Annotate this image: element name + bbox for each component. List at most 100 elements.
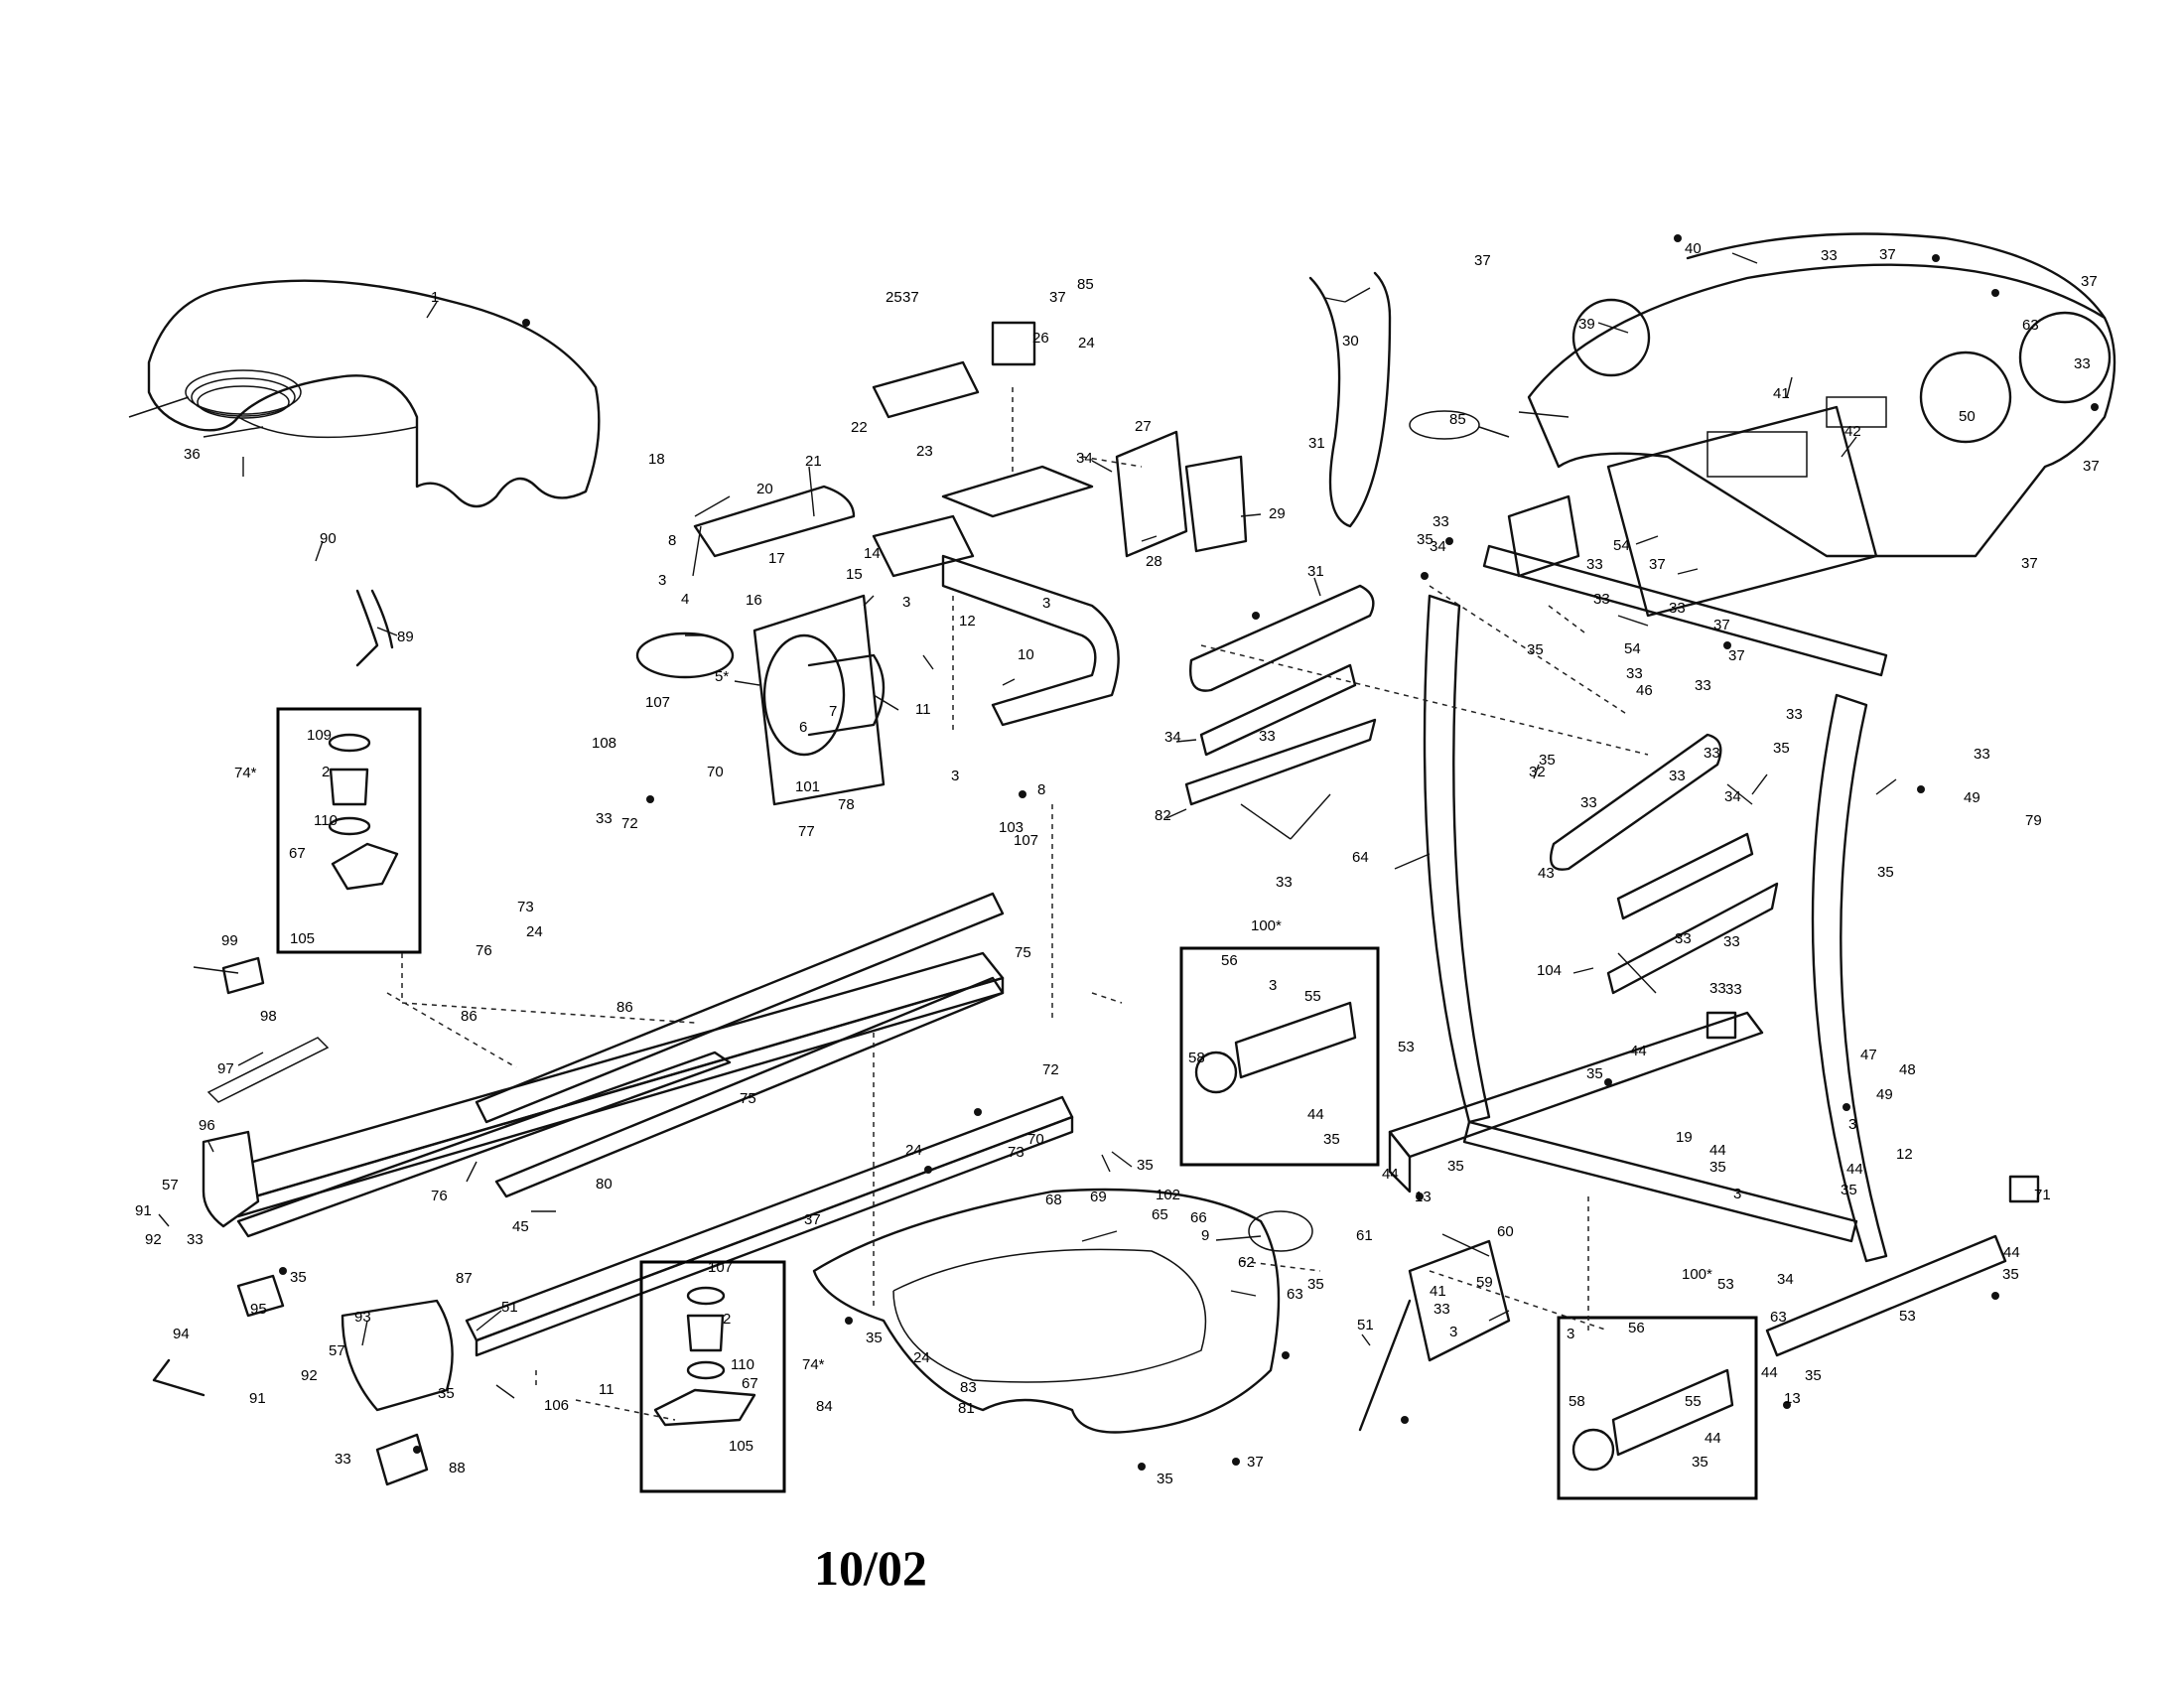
callout-label: 64	[1352, 849, 1369, 866]
callout-label: 37	[2083, 458, 2100, 475]
callout-label: 35	[1157, 1471, 1173, 1487]
callout-label: 33	[1675, 930, 1692, 947]
callout-label: 86	[461, 1008, 478, 1025]
callout-label: 108	[592, 735, 616, 752]
callout-label: 22	[851, 419, 868, 436]
callout-label: 33	[1786, 706, 1803, 723]
callout-label: 96	[199, 1117, 215, 1134]
callout-label: 35	[1805, 1367, 1822, 1384]
inset-100-right	[1557, 1316, 1758, 1500]
callout-label: 33	[596, 810, 613, 827]
callout-label: 9	[1201, 1227, 1209, 1244]
callout-label: 98	[260, 1008, 277, 1025]
callout-label: 20	[756, 481, 773, 497]
callout-label: 100*	[1682, 1266, 1712, 1283]
callout-label: 33	[1626, 665, 1643, 682]
callout-label: 93	[354, 1309, 371, 1326]
callout-label: 67	[289, 845, 306, 862]
inset-boxes	[276, 707, 1758, 1500]
callout-label: 70	[1027, 1131, 1044, 1148]
callout-label: 35	[2002, 1266, 2019, 1283]
callout-label: 13	[1415, 1189, 1432, 1205]
callout-label: 107	[708, 1259, 733, 1276]
callout-label: 33	[1580, 794, 1597, 811]
callout-label: 86	[616, 999, 633, 1016]
callout-label: 44	[1705, 1430, 1721, 1447]
callout-label: 47	[1860, 1047, 1877, 1063]
callout-label: 94	[173, 1326, 190, 1342]
callout-label: 33	[1669, 768, 1686, 784]
callout-label: 73	[517, 899, 534, 915]
callout-label: 37	[902, 289, 919, 306]
callout-label: 33	[1259, 728, 1276, 745]
callout-label: 19	[1676, 1129, 1693, 1146]
callout-label: 12	[1896, 1146, 1913, 1163]
callout-label: 70	[707, 764, 724, 780]
callout-label: 44	[1630, 1043, 1647, 1059]
callout-label: 33	[1586, 556, 1603, 573]
callout-label: 5*	[715, 668, 729, 685]
callout-label: 31	[1308, 435, 1325, 452]
callout-label: 44	[2003, 1244, 2020, 1261]
callout-label: 34	[1430, 538, 1446, 555]
callout-label: 51	[501, 1299, 518, 1316]
callout-label: 33	[1821, 247, 1838, 264]
callout-label: 44	[1307, 1106, 1324, 1123]
callout-label: 28	[1146, 553, 1162, 570]
callout-label: 69	[1090, 1189, 1107, 1205]
callout-label: 74*	[802, 1356, 825, 1373]
callout-label: 45	[512, 1218, 529, 1235]
callout-label: 35	[290, 1269, 307, 1286]
callout-label: 57	[329, 1342, 345, 1359]
callout-label: 104	[1537, 962, 1562, 979]
callout-label: 50	[1959, 408, 1976, 425]
callout-label: 33	[1433, 1301, 1450, 1318]
callout-label: 82	[1155, 807, 1171, 824]
callout-label: 87	[456, 1270, 473, 1287]
callout-label: 56	[1628, 1320, 1645, 1336]
callout-label: 97	[217, 1060, 234, 1077]
callout-label: 33	[1695, 677, 1711, 694]
callout-label: 75	[1015, 944, 1031, 961]
callout-label: 35	[438, 1385, 455, 1402]
callout-label: 62	[1238, 1254, 1255, 1271]
callout-label: 3	[1449, 1324, 1457, 1340]
callout-label: 3	[1733, 1186, 1741, 1202]
callout-label: 24	[526, 923, 543, 940]
callout-label: 33	[1433, 513, 1449, 530]
callout-label: 78	[838, 796, 855, 813]
callout-label: 105	[290, 930, 315, 947]
callout-label: 35	[1539, 752, 1556, 769]
callout-label: 37	[1247, 1454, 1264, 1471]
callout-label: 58	[1569, 1393, 1585, 1410]
callout-label: 72	[621, 815, 638, 832]
callout-label: 3	[1042, 595, 1050, 612]
callout-label: 57	[162, 1177, 179, 1193]
callout-label: 71	[2034, 1187, 2051, 1203]
callout-label: 3	[1269, 977, 1277, 994]
callout-label: 80	[596, 1176, 613, 1193]
assembly-lines	[386, 387, 1649, 1421]
inset-74-upper	[276, 707, 422, 954]
callout-label: 35	[1137, 1157, 1154, 1174]
callout-label: 53	[1899, 1308, 1916, 1325]
callout-label: 37	[2081, 273, 2098, 290]
callout-label: 24	[913, 1349, 930, 1366]
callout-label: 39	[1578, 316, 1595, 333]
callout-label: 102	[1156, 1187, 1180, 1203]
callout-label: 2	[723, 1311, 731, 1328]
callout-label: 35	[1586, 1065, 1603, 1082]
callout-label: 33	[2074, 355, 2091, 372]
callout-label: 77	[798, 823, 815, 840]
callout-label: 46	[1636, 682, 1653, 699]
callout-label: 75	[740, 1090, 756, 1107]
callout-label: 72	[1042, 1061, 1059, 1078]
callout-label: 35	[1417, 531, 1433, 548]
callout-label: 11	[599, 1381, 614, 1398]
callout-label: 31	[1307, 563, 1324, 580]
callout-label: 48	[1899, 1061, 1916, 1078]
inset-100-left	[1179, 946, 1380, 1167]
part-drawings	[128, 232, 2116, 1486]
callout-label: 85	[1449, 411, 1466, 428]
callout-label: 8	[1037, 781, 1045, 798]
